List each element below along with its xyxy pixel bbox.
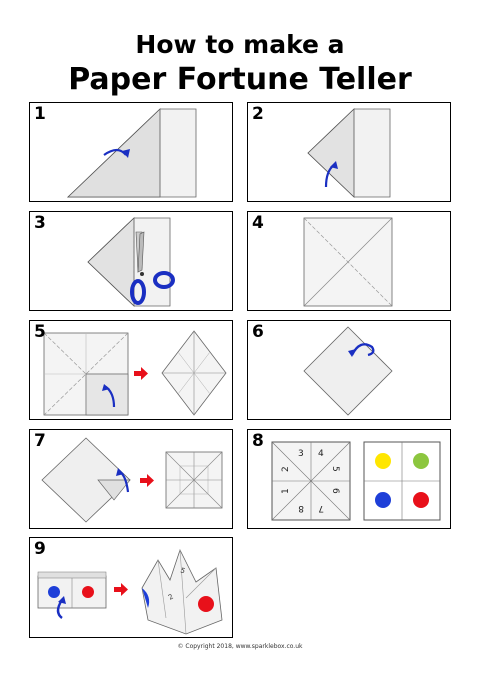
step-4-number: 4: [252, 213, 264, 233]
step-4-panel: 4: [247, 211, 451, 311]
step-2-illustration: [307, 108, 391, 198]
step-9-number: 9: [34, 539, 46, 559]
red-dot: [413, 492, 429, 508]
step-6-panel: 6: [247, 320, 451, 420]
svg-text:5: 5: [179, 566, 186, 575]
blue-dot: [375, 492, 391, 508]
fortune-number: 2: [281, 466, 291, 472]
step-3-number: 3: [34, 213, 46, 233]
step-2-number: 2: [252, 104, 264, 124]
step-9-panel: 5 2 9: [29, 537, 233, 638]
title-line-2: Paper Fortune Teller: [68, 62, 412, 97]
step-2-panel: 2: [247, 102, 451, 202]
step-1-number: 1: [34, 104, 46, 124]
copyright-notice: © Copyright 2018, www.sparklebox.co.uk: [177, 643, 303, 650]
fortune-number: 4: [318, 449, 324, 459]
step-7-panel: 7: [29, 429, 233, 529]
fortune-number: 5: [330, 466, 340, 472]
step-6-illustration: [303, 326, 393, 416]
step-3-panel: 3: [29, 211, 233, 311]
step-7-number: 7: [34, 431, 46, 451]
svg-text:2: 2: [167, 593, 175, 602]
step-8-number: 8: [252, 431, 264, 451]
step-3-illustration: [87, 217, 175, 307]
step-5-illustration: [43, 330, 227, 416]
fortune-number: 1: [281, 488, 291, 494]
step-8-illustration: 3 4 5 6 7 8 1 2: [271, 441, 441, 521]
fortune-number: 8: [298, 503, 304, 513]
red-dot: [198, 596, 214, 612]
step-4-illustration: [303, 217, 393, 307]
step-8-panel: 3 4 5 6 7 8 1 2 8: [247, 429, 451, 529]
fortune-number: 3: [298, 449, 304, 459]
step-5-number: 5: [34, 322, 46, 342]
red-dot: [82, 586, 94, 598]
step-7-illustration: [41, 437, 223, 523]
yellow-dot: [375, 453, 391, 469]
step-5-panel: 5: [29, 320, 233, 420]
step-1-illustration: [67, 108, 197, 198]
green-dot: [413, 453, 429, 469]
step-9-illustration: 5 2: [37, 548, 223, 635]
fortune-number: 7: [318, 503, 324, 513]
blue-dot: [48, 586, 60, 598]
title-line-1: How to make a: [135, 30, 345, 59]
step-1-panel: 1: [29, 102, 233, 202]
step-6-number: 6: [252, 322, 264, 342]
fortune-number: 6: [330, 488, 340, 494]
